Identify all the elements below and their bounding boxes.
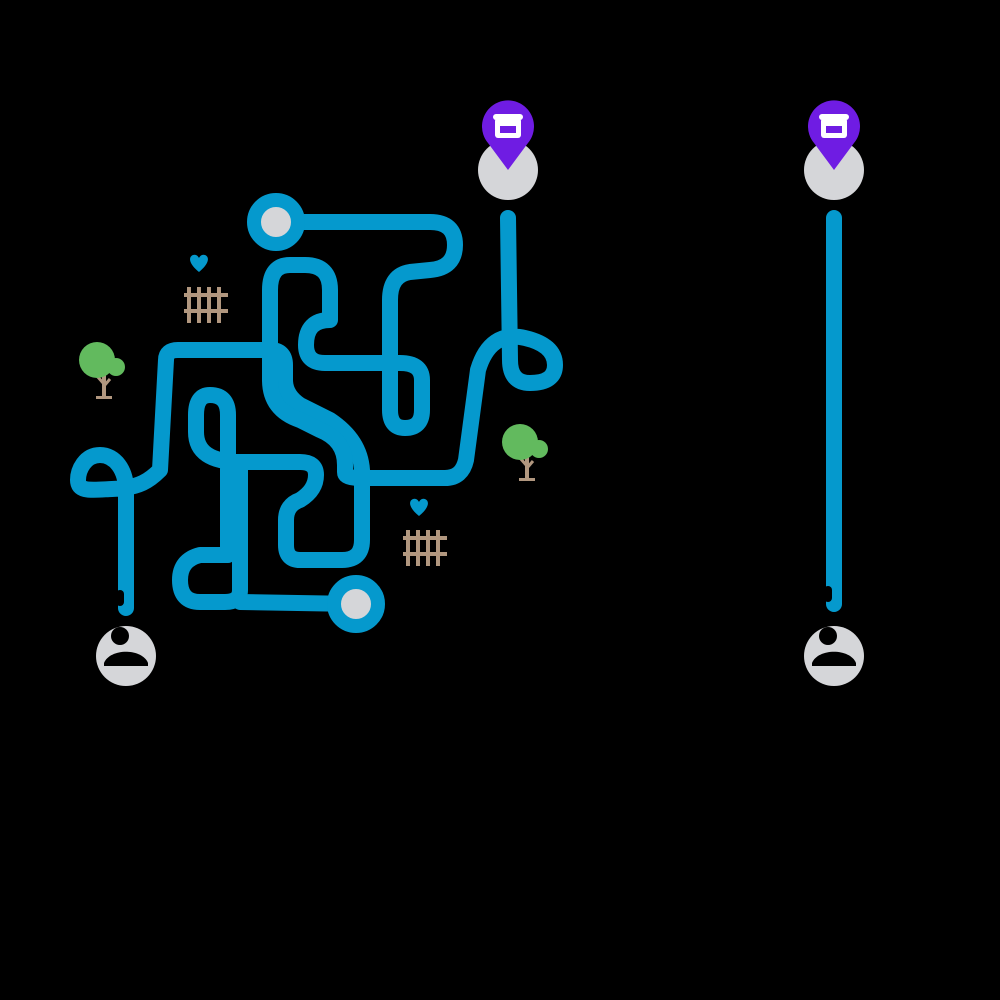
origin-marker xyxy=(116,590,124,606)
tree-icon xyxy=(77,340,127,401)
route-node-bottom xyxy=(327,575,385,633)
tangled-route-panel xyxy=(70,100,563,686)
tangled-road xyxy=(70,210,563,616)
heart-icon xyxy=(410,498,428,516)
heart-icon xyxy=(190,254,208,272)
route-node-top xyxy=(247,193,305,251)
straight-route-panel xyxy=(804,100,864,686)
fence-icon xyxy=(403,530,447,566)
fence-icon xyxy=(184,287,228,323)
person-avatar-icon xyxy=(96,626,156,686)
origin-marker xyxy=(824,586,832,602)
tree-icon xyxy=(500,422,550,483)
person-avatar-icon xyxy=(804,626,864,686)
